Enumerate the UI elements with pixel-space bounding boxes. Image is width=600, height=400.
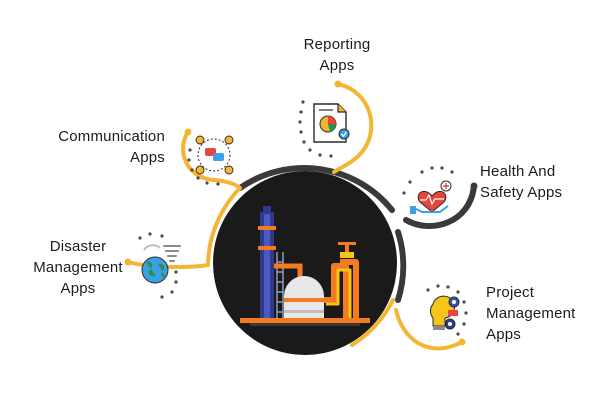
communication-dots (187, 148, 220, 186)
hub-ring-yellow-left (206, 186, 242, 267)
team-chat-icon (195, 135, 234, 175)
project-management-apps-label: Project Management Apps (486, 282, 596, 345)
communication-label-line-1: Communication (58, 128, 165, 145)
health-label-line-1: Health And (480, 163, 556, 180)
disaster-dots (138, 232, 178, 299)
connector-end-dots (124, 80, 478, 346)
health-dots (402, 166, 454, 195)
project-label-line-2: Management (486, 305, 576, 322)
project-dots (426, 284, 468, 336)
reporting-label-line-1: Reporting (303, 36, 371, 53)
disaster-label-line-2: Management (33, 259, 123, 276)
project-connector (394, 308, 464, 351)
hub-ring-yellow-bottom (350, 298, 395, 347)
health-label-line-2: Safety Apps (480, 184, 563, 201)
reporting-connector (332, 82, 374, 174)
connector-arcs (126, 82, 477, 351)
communication-apps-label: Communication Apps (20, 126, 165, 168)
disaster-connector (126, 260, 210, 269)
disaster-label-line-3: Apps (60, 280, 96, 297)
project-label-line-1: Project (486, 284, 535, 301)
hub-ring-gray (237, 165, 395, 213)
industrial-plant-icon (213, 171, 397, 355)
communication-connector (181, 130, 242, 190)
reporting-label-line-2: Apps (319, 57, 355, 74)
report-chart-icon (313, 103, 350, 143)
globe-tornado-icon (141, 244, 181, 284)
communication-label-line-2: Apps (130, 149, 165, 166)
health-connector (403, 183, 477, 230)
health-safety-apps-label: Health And Safety Apps (480, 161, 590, 203)
project-label-line-3: Apps (486, 326, 521, 343)
disaster-label-line-1: Disaster (49, 238, 107, 255)
reporting-dots (298, 100, 333, 158)
reporting-apps-label: Reporting Apps (287, 34, 387, 76)
hub-ring-gray-right (395, 229, 407, 303)
disaster-management-apps-label: Disaster Management Apps (30, 236, 126, 299)
heart-in-hand-icon (410, 180, 452, 214)
lightbulb-gears-icon (429, 295, 460, 330)
